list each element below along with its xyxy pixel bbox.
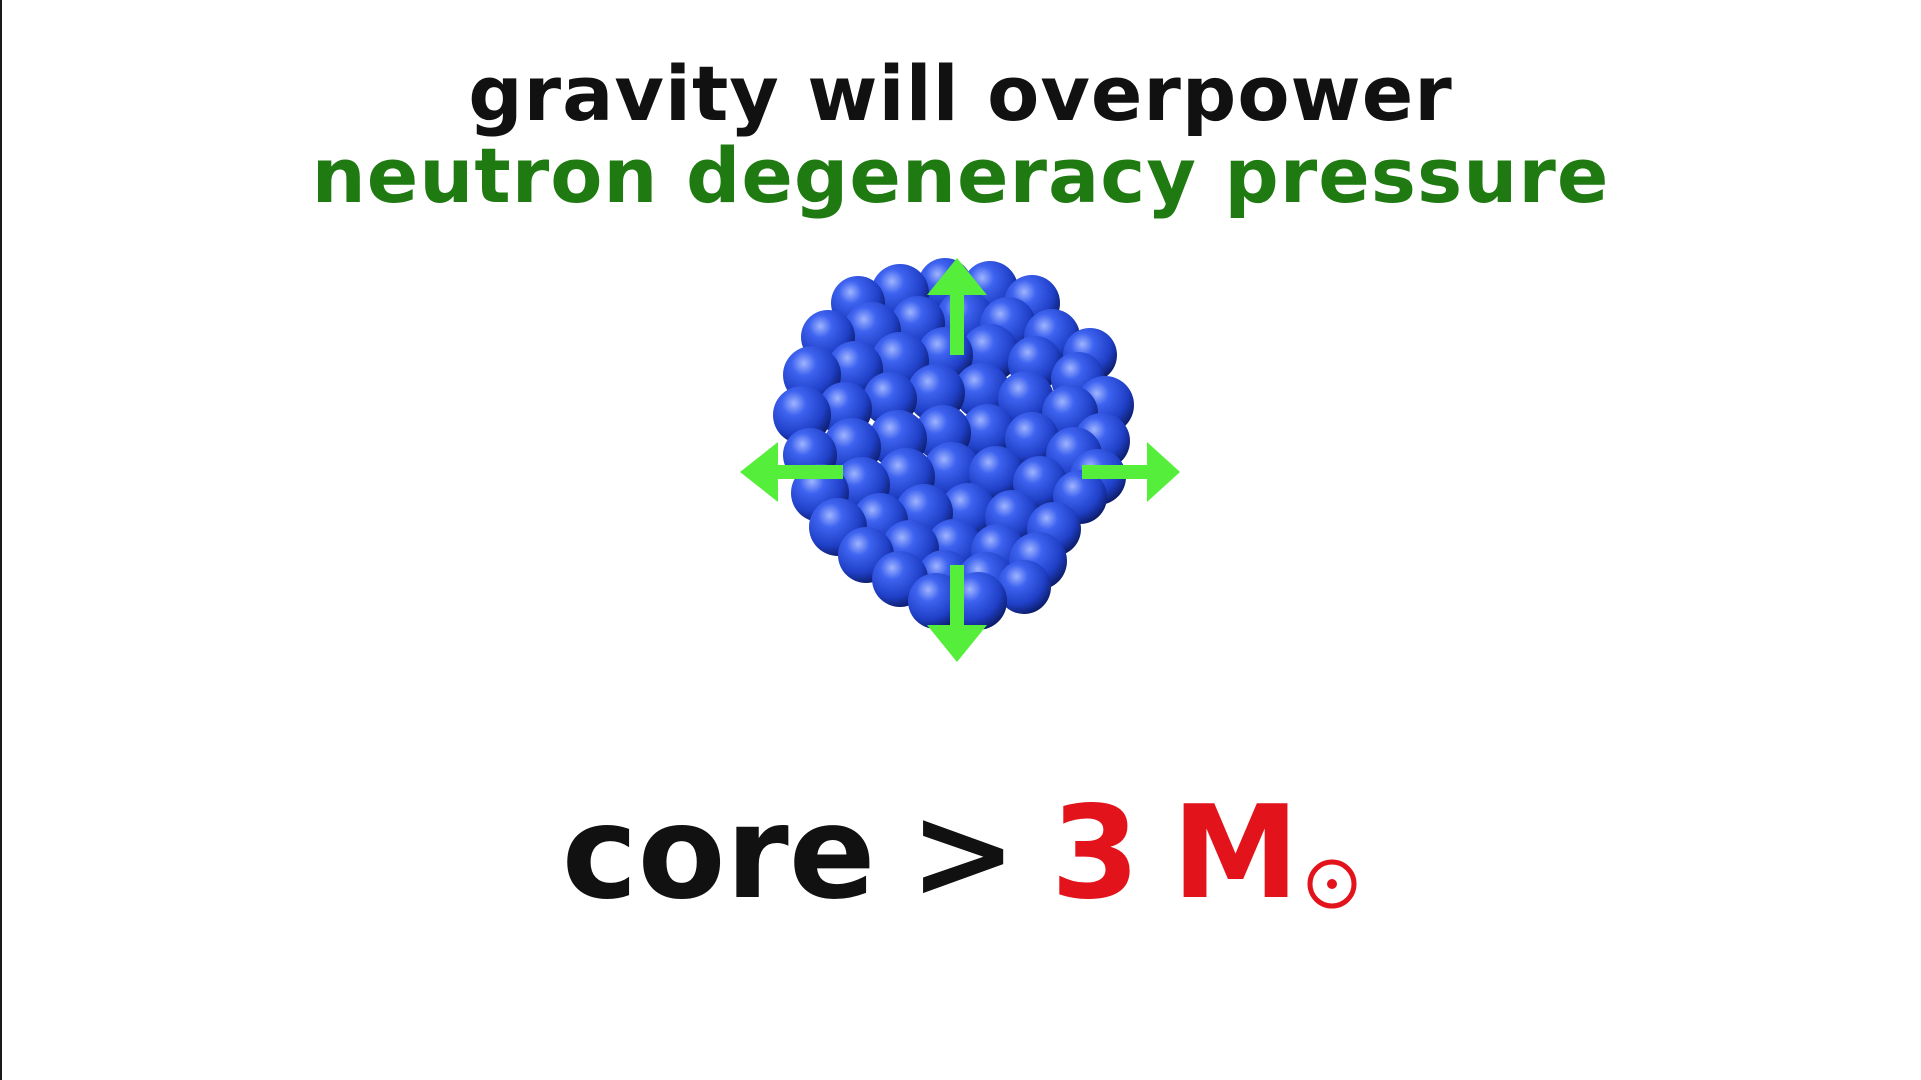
neutron-sphere	[954, 363, 1010, 419]
arrow-right-icon	[1082, 442, 1180, 502]
neutron-sphere	[969, 446, 1023, 500]
formula-lhs: core	[561, 779, 876, 928]
neutron-cluster-icon	[740, 258, 1180, 662]
neutron-sphere	[961, 404, 1015, 458]
headline-line-2: neutron degeneracy pressure	[311, 131, 1610, 220]
formula-unit: M	[1171, 779, 1300, 928]
formula-operator: >	[909, 779, 1017, 928]
window-edge	[0, 0, 2, 1080]
solar-mass-symbol-icon	[1307, 859, 1357, 909]
formula-value: 3	[1050, 779, 1140, 928]
arrow-down-icon	[927, 565, 987, 662]
headline-line-1: gravity will overpower	[468, 49, 1453, 138]
neutron-sphere	[1005, 412, 1059, 466]
arrow-up-icon	[927, 258, 987, 355]
arrow-left-icon	[740, 442, 843, 502]
neutron-sphere	[997, 560, 1051, 614]
neutron-sphere	[998, 371, 1054, 427]
pressure-arrows	[740, 258, 1180, 662]
